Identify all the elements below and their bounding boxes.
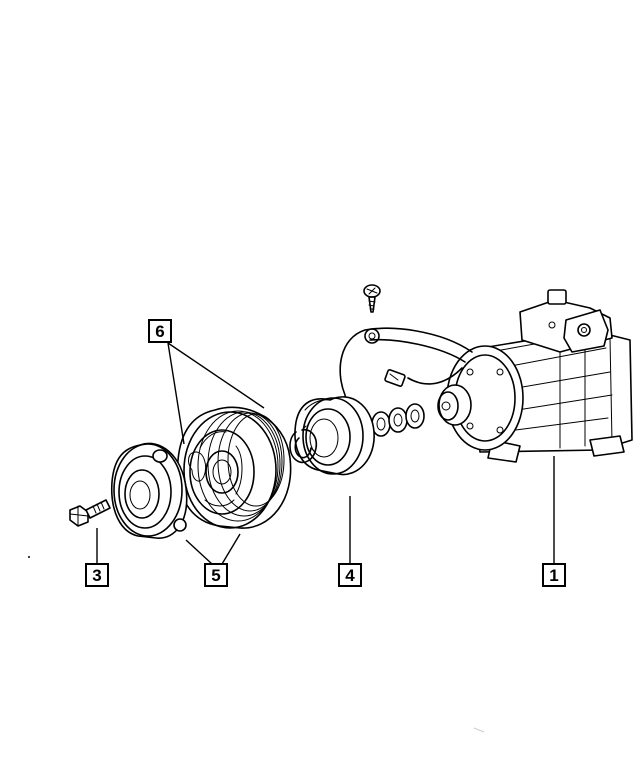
callout-5: 5	[204, 563, 228, 587]
callout-6-label: 6	[155, 322, 164, 341]
callout-6: 6	[148, 319, 172, 343]
bolt-icon	[69, 499, 111, 527]
wire-harness-icon	[339, 327, 473, 421]
callout-5-label: 5	[211, 566, 220, 585]
callout-3-label: 3	[92, 566, 101, 585]
corner-mark	[473, 727, 485, 733]
callout-4: 4	[338, 563, 362, 587]
leader-lines	[28, 342, 555, 565]
pulley-icon	[176, 406, 292, 529]
snap-ring-icon	[289, 425, 318, 464]
clutch-plate-icon	[110, 442, 207, 539]
shim-washers-icon	[371, 403, 425, 437]
callout-1-label: 1	[549, 566, 558, 585]
compressor-icon	[437, 289, 633, 463]
field-coil-icon	[294, 396, 375, 476]
screw-icon	[363, 284, 381, 313]
callout-3: 3	[85, 563, 109, 587]
callout-1: 1	[542, 563, 566, 587]
callout-4-label: 4	[345, 566, 355, 585]
